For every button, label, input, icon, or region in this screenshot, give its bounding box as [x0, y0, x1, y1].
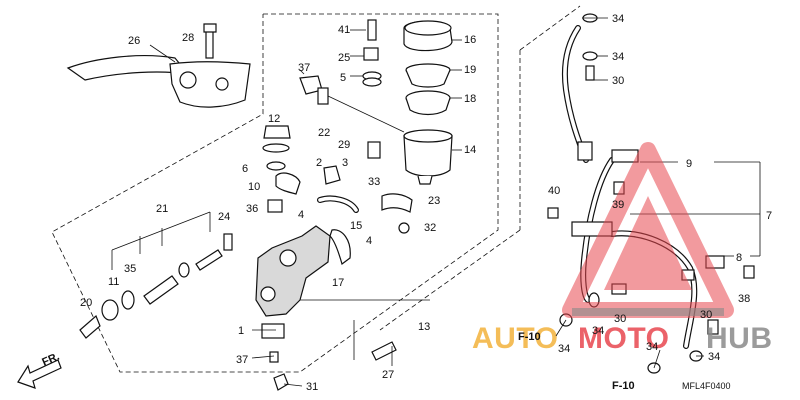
label-3: 3 [342, 157, 348, 169]
label-31: 31 [306, 381, 318, 393]
label-4b: 4 [366, 235, 372, 247]
piston-assembly [79, 211, 233, 339]
label-34f: 34 [708, 351, 720, 363]
label-39: 39 [612, 199, 624, 211]
ref-f10-b: F-10 [612, 380, 635, 392]
label-34e: 34 [646, 341, 658, 353]
label-1: 1 [238, 325, 244, 337]
label-30c: 30 [700, 309, 712, 321]
brake-lever [66, 23, 251, 108]
reference-dashes [379, 5, 581, 331]
label-22: 22 [318, 127, 330, 139]
label-37b: 37 [236, 354, 248, 366]
label-41: 41 [338, 24, 350, 36]
label-12: 12 [268, 113, 280, 125]
part-labels: 26 28 37 22 41 25 5 16 19 18 14 12 29 6 … [80, 13, 772, 393]
label-13: 13 [418, 321, 430, 333]
watermark-auto: AUTO [472, 322, 558, 355]
label-30a: 30 [612, 75, 624, 87]
label-23: 23 [428, 195, 440, 207]
brake-hoses [547, 13, 761, 374]
master-cylinder-body [255, 125, 331, 339]
front-arrow: FR. [17, 351, 62, 389]
label-37: 37 [298, 62, 310, 74]
label-4a: 4 [298, 209, 304, 221]
label-28: 28 [182, 32, 194, 44]
label-32: 32 [424, 222, 436, 234]
stop-switch [299, 69, 405, 133]
label-20: 20 [80, 297, 92, 309]
label-14: 14 [464, 144, 476, 156]
label-7: 7 [766, 210, 772, 222]
ref-f10-a: F-10 [518, 331, 541, 343]
label-10: 10 [248, 181, 260, 193]
watermark: AUTO MOTO HUB [472, 142, 773, 355]
label-11: 11 [108, 276, 119, 288]
diagram-code: MFL4F0400 [682, 381, 731, 391]
label-18: 18 [464, 93, 476, 105]
reservoir-hose-fittings [275, 141, 381, 266]
label-15: 15 [350, 220, 362, 232]
label-27: 27 [382, 369, 394, 381]
label-29: 29 [338, 139, 350, 151]
label-19: 19 [464, 64, 476, 76]
label-8: 8 [736, 252, 742, 264]
watermark-moto: MOTO [578, 322, 669, 355]
assembly-outline [51, 13, 499, 373]
label-5: 5 [340, 72, 346, 84]
label-38: 38 [738, 293, 750, 305]
label-2: 2 [316, 157, 322, 169]
watermark-hub: HUB [706, 322, 773, 355]
label-26: 26 [128, 35, 140, 47]
label-36: 36 [246, 203, 258, 215]
lower-bolts [269, 299, 430, 391]
label-21: 21 [156, 203, 168, 215]
label-33: 33 [368, 176, 380, 188]
label-6: 6 [242, 163, 248, 175]
reservoir-cap-group [403, 20, 462, 116]
label-34c: 34 [592, 325, 604, 337]
cap-bolt-stack [350, 19, 382, 87]
label-24: 24 [218, 211, 230, 223]
label-16: 16 [464, 34, 476, 46]
label-40: 40 [548, 185, 560, 197]
label-35: 35 [124, 263, 136, 275]
label-34b: 34 [612, 51, 624, 63]
label-34a: 34 [612, 13, 624, 25]
label-25: 25 [338, 52, 350, 64]
label-34d: 34 [558, 343, 570, 355]
leader-lines [251, 17, 704, 387]
label-9: 9 [686, 158, 692, 170]
label-17: 17 [332, 277, 344, 289]
reservoir-tank [381, 129, 462, 234]
label-30b: 30 [614, 313, 626, 325]
